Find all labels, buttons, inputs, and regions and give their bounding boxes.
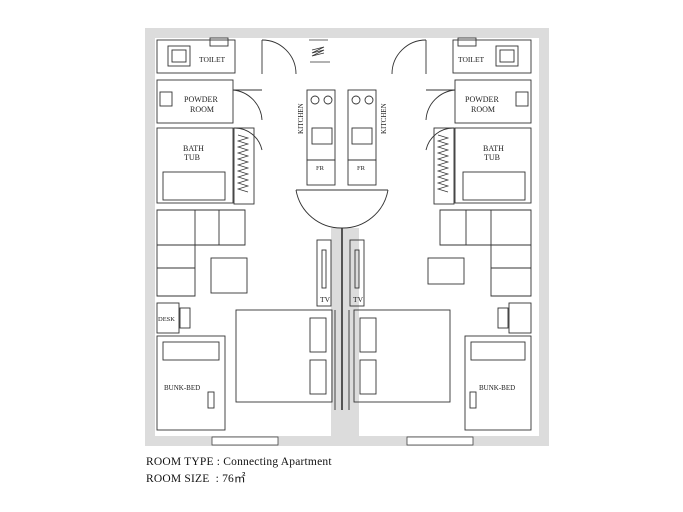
powder-room-right	[454, 79, 532, 124]
caption-room-type: ROOM TYPE : Connecting Apartment	[146, 456, 332, 468]
label-bunk-bed-right: BUNK-BED	[479, 384, 515, 392]
caption-room-size: ROOM SIZE : 76㎡	[146, 473, 246, 485]
closet-left	[233, 127, 255, 205]
double-bed-right	[353, 309, 451, 403]
fridge-right	[347, 159, 377, 186]
bunk-bed-frame-left	[156, 335, 226, 431]
door-swing-top-left	[261, 39, 297, 75]
vanity-right	[515, 91, 529, 107]
tv-screen-left	[321, 249, 327, 289]
kitchen-sink-right	[351, 127, 373, 145]
bunk-bed-ladder-left	[207, 391, 215, 409]
entry-door-swing-right	[341, 189, 389, 229]
label-kitchen-left: KITCHEN	[297, 103, 305, 134]
label-powder-right-1: POWDER	[465, 95, 499, 104]
door-swing-closet-left	[233, 127, 263, 151]
door-swing-powder-right	[425, 89, 456, 121]
label-tv-left: TV	[320, 295, 331, 304]
coffee-table-left	[210, 257, 248, 294]
room-type-value: Connecting Apartment	[223, 456, 332, 468]
burner-right-1	[351, 95, 361, 105]
desk-chair-left	[179, 307, 191, 329]
vanity-left	[159, 91, 173, 107]
double-bed-left	[235, 309, 333, 403]
closet-hangers-left	[236, 134, 250, 193]
label-bath-left-1: BATH	[183, 144, 204, 153]
door-swing-top-right	[391, 39, 427, 75]
double-bed-pillow-left-1	[309, 317, 327, 353]
window-right	[406, 436, 474, 446]
closet-right	[433, 127, 455, 205]
desk-chair-right	[497, 307, 509, 329]
burner-left-1	[310, 95, 320, 105]
label-bath-right-2: TUB	[484, 153, 500, 162]
toilet-room-right	[452, 39, 532, 74]
burner-left-2	[323, 95, 333, 105]
label-bunk-bed-left: BUNK-BED	[164, 384, 200, 392]
bath-room-right	[454, 127, 532, 204]
bath-room-left	[156, 127, 234, 204]
burner-right-2	[364, 95, 374, 105]
label-fridge-right: FR	[357, 165, 366, 172]
double-bed-pillow-left-2	[309, 359, 327, 395]
room-size-value: 76㎡	[222, 473, 246, 485]
toilet-tank-right	[495, 45, 519, 67]
closet-door-left	[309, 39, 330, 63]
bathtub-left	[162, 171, 226, 201]
label-fridge-left: FR	[316, 165, 325, 172]
label-tv-right: TV	[353, 295, 364, 304]
desk-right	[508, 302, 532, 334]
toilet-bowl-left	[171, 49, 187, 63]
powder-room-left	[156, 79, 234, 124]
toilet-sink-left	[209, 37, 229, 47]
coffee-table-right	[427, 257, 465, 285]
toilet-bowl-right	[499, 49, 515, 63]
label-powder-left-2: ROOM	[190, 105, 214, 114]
label-toilet-right: TOILET	[458, 55, 485, 64]
label-kitchen-right: KITCHEN	[380, 103, 388, 134]
window-left	[211, 436, 279, 446]
tv-screen-right	[354, 249, 360, 289]
toilet-tank-left	[167, 45, 191, 67]
bunk-bed-pillow-left	[162, 341, 220, 361]
bunk-bed-frame-right	[464, 335, 532, 431]
label-desk-left: DESK	[158, 316, 175, 323]
double-bed-pillow-right-1	[359, 317, 377, 353]
center-corridor-upper	[296, 38, 389, 228]
fridge-left	[306, 159, 336, 186]
label-toilet-left: TOILET	[199, 55, 226, 64]
label-bath-right-1: BATH	[483, 144, 504, 153]
door-swing-powder-left	[232, 89, 263, 121]
bunk-bed-pillow-right	[470, 341, 526, 361]
door-swing-closet-right	[425, 127, 455, 151]
room-type-label: ROOM TYPE	[146, 456, 214, 468]
desk-left	[156, 302, 180, 334]
toilet-room-left	[156, 39, 236, 74]
bunk-bed-ladder-right	[469, 391, 477, 409]
kitchen-sink-left	[311, 127, 333, 145]
toilet-sink-right	[457, 37, 477, 47]
entry-door-swing-left	[295, 189, 343, 229]
tv-unit-left	[316, 239, 332, 307]
label-powder-left-1: POWDER	[184, 95, 218, 104]
label-bath-left-2: TUB	[184, 153, 200, 162]
tv-unit-right	[349, 239, 365, 307]
double-bed-pillow-right-2	[359, 359, 377, 395]
bathtub-right	[462, 171, 526, 201]
room-size-label: ROOM SIZE	[146, 473, 210, 485]
label-powder-right-2: ROOM	[471, 105, 495, 114]
closet-hangers-right	[436, 134, 450, 193]
